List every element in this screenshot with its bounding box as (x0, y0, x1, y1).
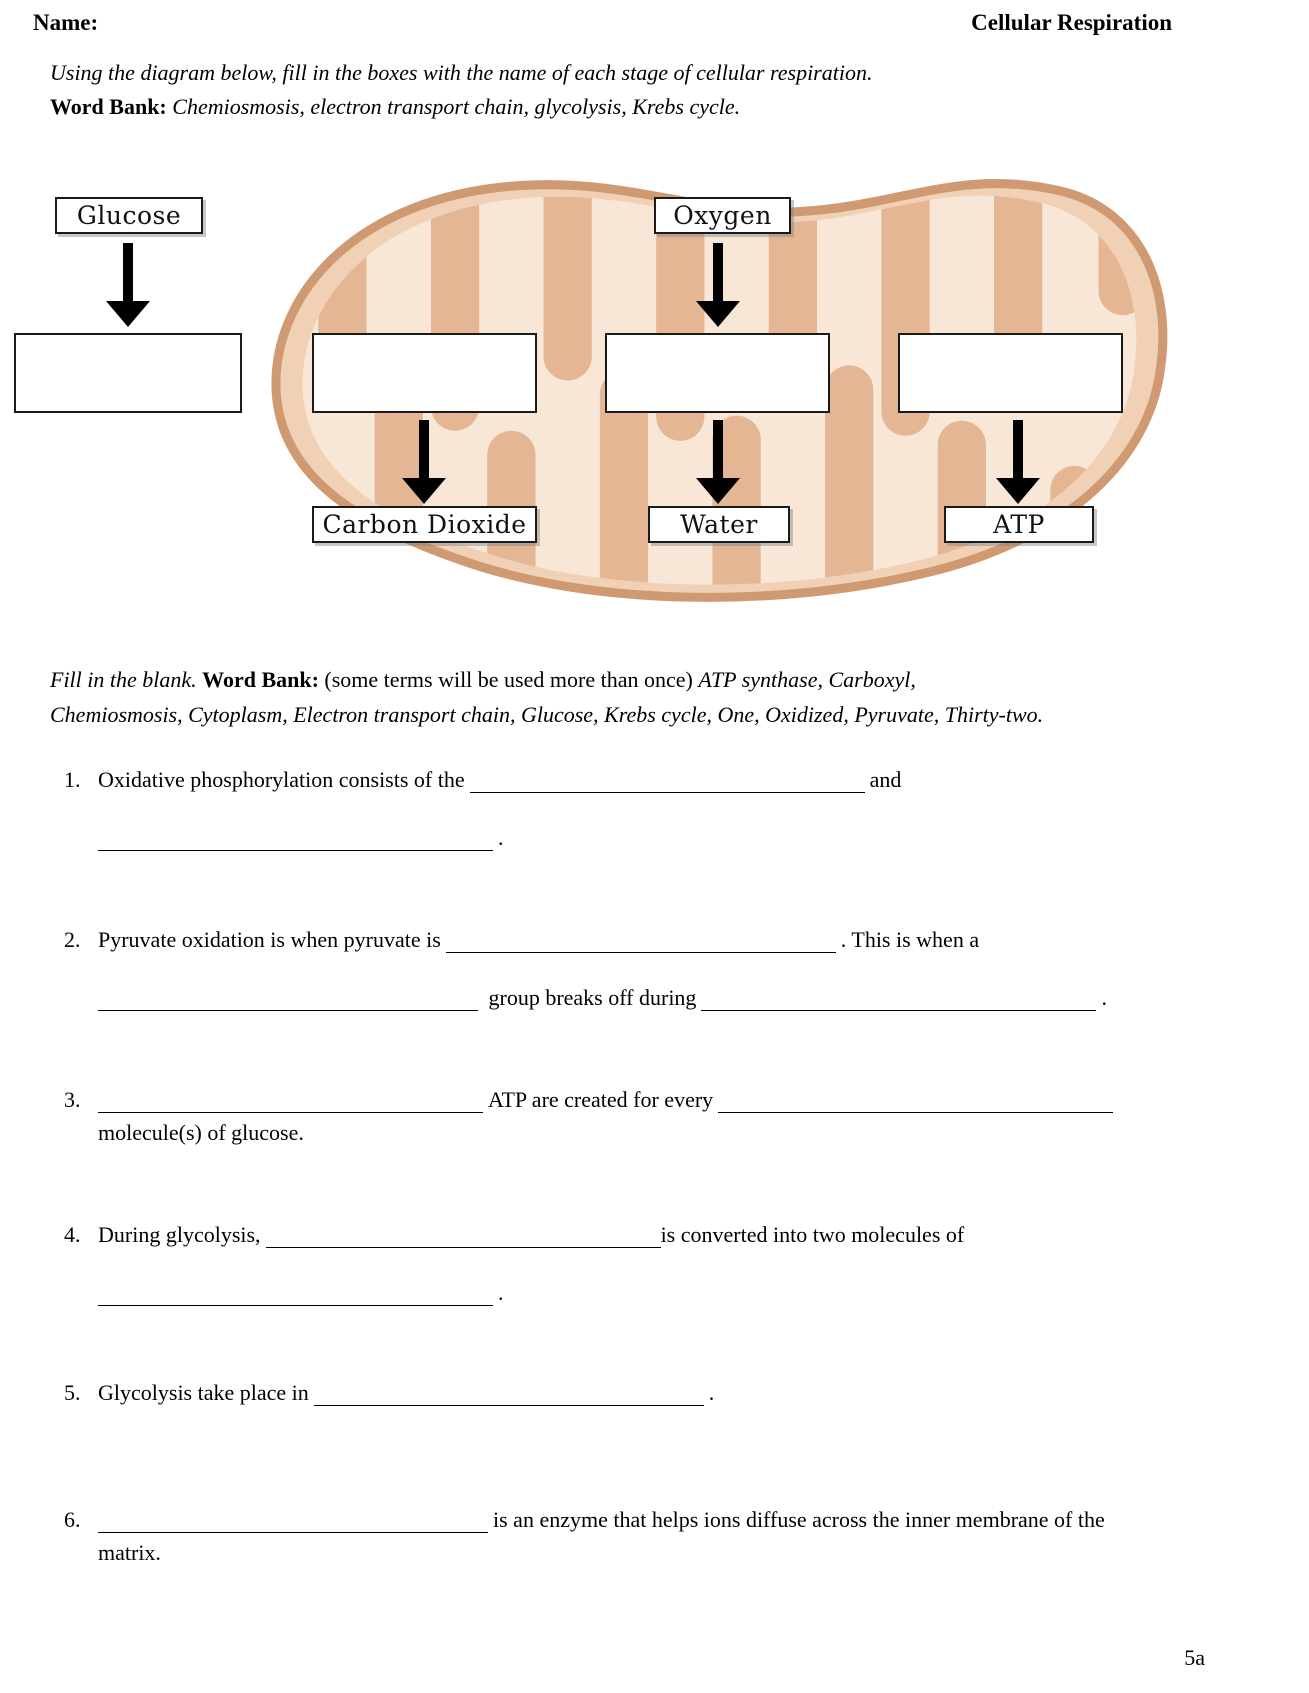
question-text: Pyruvate oxidation is when pyruvate is (98, 927, 441, 952)
page-number: 5a (1184, 1645, 1205, 1670)
fill-blank-note: (some terms will be used more than once) (324, 667, 693, 692)
question-3-line-2: molecule(s) of glucose. (64, 1118, 1179, 1148)
question-4-line-2: . (64, 1278, 1179, 1308)
question-text: and (869, 767, 902, 792)
question-2-line-2: group breaks off during. (64, 983, 1179, 1013)
water-label-box: Water (648, 506, 790, 543)
fill-blank-terms-line2: Chemiosmosis, Cytoplasm, Electron transp… (50, 702, 1044, 727)
question-5: 5. Glycolysis take place in. (64, 1378, 1179, 1408)
question-text: . (708, 1380, 715, 1405)
question-1: 1. Oxidative phosphorylation consists of … (64, 765, 1179, 853)
stage-answer-box-glycolysis[interactable] (14, 333, 242, 413)
oxygen-down-arrow (696, 243, 740, 327)
question-3-line-1: 3. ATP are created for every (64, 1085, 1179, 1115)
diagram-word-bank: Word Bank: Chemiosmosis, electron transp… (50, 90, 1230, 124)
word-bank-terms: Chemiosmosis, electron transport chain, … (172, 94, 741, 119)
question-number: 4. (64, 1222, 81, 1247)
answer-blank[interactable] (445, 929, 836, 953)
question-text: molecule(s) of glucose. (98, 1120, 304, 1145)
fill-blank-word-bank-label: Word Bank: (202, 667, 319, 692)
answer-blank[interactable] (701, 987, 1097, 1011)
question-text: is an enzyme that helps ions diffuse acr… (493, 1507, 1105, 1532)
glucose-label-box: Glucose (55, 197, 203, 234)
carbon-dioxide-label-box: Carbon Dioxide (312, 506, 537, 543)
atp-label: ATP (993, 510, 1045, 539)
fill-blank-intro: Fill in the blank. Word Bank: (some term… (50, 662, 1230, 732)
answer-blank[interactable] (98, 987, 478, 1011)
question-6: 6. is an enzyme that helps ions diffuse a… (64, 1505, 1179, 1568)
question-4: 4. During glycolysis, is converted into tw… (64, 1220, 1179, 1308)
question-4-line-1: 4. During glycolysis, is converted into tw… (64, 1220, 1179, 1250)
answer-blank[interactable] (98, 827, 493, 851)
question-6-line-1: 6. is an enzyme that helps ions diffuse a… (64, 1505, 1179, 1535)
question-text: Oxidative phosphorylation consists of th… (98, 767, 465, 792)
answer-blank[interactable] (718, 1089, 1114, 1113)
question-text: . (498, 1280, 504, 1305)
question-2-line-1: 2. Pyruvate oxidation is when pyruvate is… (64, 925, 1179, 955)
word-bank-label: Word Bank: (50, 94, 167, 119)
answer-blank[interactable] (313, 1382, 704, 1406)
glucose-label: Glucose (76, 201, 182, 230)
question-text: group breaks off during (488, 985, 697, 1010)
question-text: ATP are created for every (488, 1087, 714, 1112)
answer-blank[interactable] (265, 1224, 661, 1248)
question-text: is converted into two molecules of (660, 1222, 965, 1247)
question-number: 5. (64, 1380, 81, 1405)
name-label: Name: (33, 10, 99, 35)
question-number: 3. (64, 1087, 81, 1112)
stage-answer-box-etc[interactable] (605, 333, 830, 413)
oxygen-label: Oxygen (673, 201, 772, 230)
answer-blank[interactable] (98, 1282, 493, 1306)
question-1-line-1: 1. Oxidative phosphorylation consists of … (64, 765, 1179, 795)
question-number: 6. (64, 1507, 81, 1532)
stage-answer-box-krebs[interactable] (312, 333, 537, 413)
question-1-line-2: . (64, 823, 1179, 853)
question-text: . This is when a (840, 927, 980, 952)
question-6-line-2: matrix. (64, 1538, 1179, 1568)
atp-down-arrow (996, 420, 1040, 504)
question-text: matrix. (98, 1540, 161, 1565)
fill-blank-terms-line1: ATP synthase, Carboxyl, (698, 667, 916, 692)
water-down-arrow (696, 420, 740, 504)
question-text: During glycolysis, (98, 1222, 261, 1247)
question-5-line-1: 5. Glycolysis take place in. (64, 1378, 1179, 1408)
question-number: 2. (64, 927, 81, 952)
carbon-dioxide-down-arrow (402, 420, 446, 504)
question-3: 3. ATP are created for every molecule(s) … (64, 1085, 1179, 1148)
atp-label-box: ATP (944, 506, 1094, 543)
water-label: Water (680, 510, 758, 539)
fill-blank-intro-italic: Fill in the blank. (50, 667, 197, 692)
stage-answer-box-chemiosmosis[interactable] (898, 333, 1123, 413)
answer-blank[interactable] (469, 769, 865, 793)
oxygen-label-box: Oxygen (654, 197, 791, 234)
question-number: 1. (64, 767, 81, 792)
question-text: . (498, 825, 504, 850)
question-text: Glycolysis take place in (98, 1380, 309, 1405)
question-2: 2. Pyruvate oxidation is when pyruvate is… (64, 925, 1179, 1013)
page-title: Cellular Respiration (971, 10, 1172, 35)
question-text: . (1101, 985, 1107, 1010)
instruction-line: Using the diagram below, fill in the box… (50, 60, 873, 85)
carbon-dioxide-label: Carbon Dioxide (322, 510, 527, 539)
answer-blank[interactable] (98, 1089, 483, 1113)
glucose-down-arrow (106, 243, 150, 327)
answer-blank[interactable] (98, 1509, 488, 1533)
